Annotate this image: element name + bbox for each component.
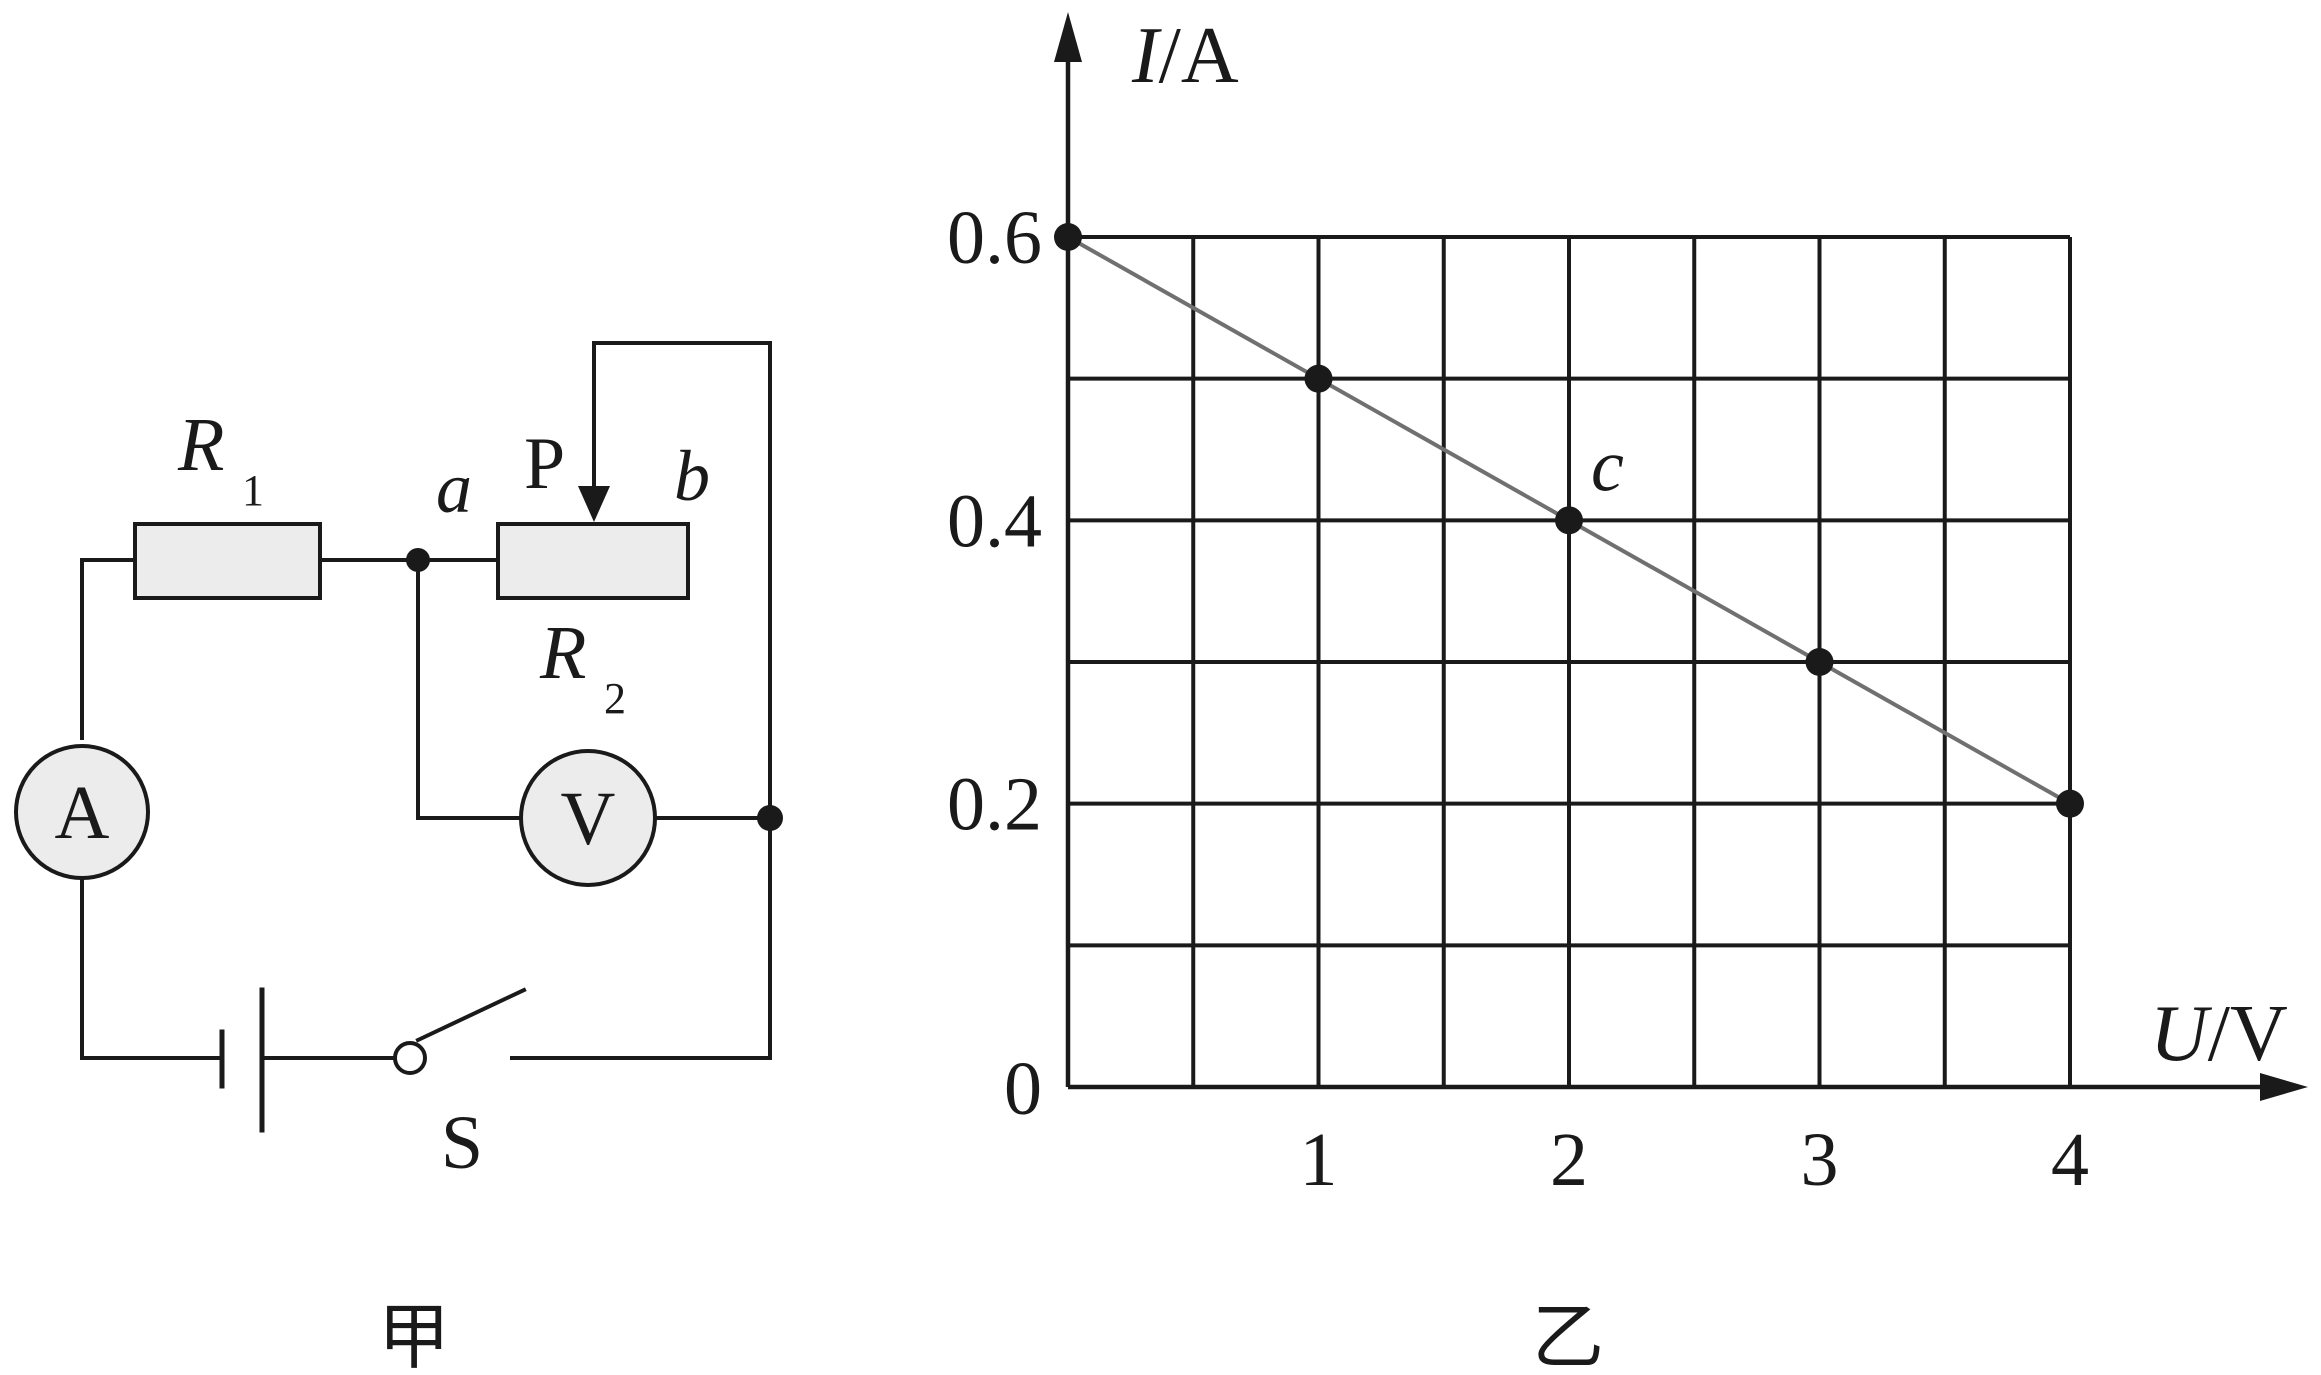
x-tick-label: 2: [1550, 1118, 1588, 1202]
data-point: [2056, 789, 2084, 818]
y-tick-label: 0.6: [947, 196, 1042, 280]
chart-caption: 乙: [1532, 1298, 1604, 1375]
r2-subscript: 2: [604, 674, 626, 723]
point-label-c: c: [1591, 425, 1624, 507]
y-axis-arrow-icon: [1054, 12, 1082, 62]
r1-subscript: 1: [242, 466, 264, 515]
circuit-diagram: R 1 a P b R 2 A V S 甲: [14, 341, 783, 1375]
switch-label: S: [441, 1101, 483, 1185]
junction-a: [406, 548, 430, 572]
rheostat-r2: [496, 522, 690, 600]
node-b-label: b: [674, 436, 710, 516]
iu-chart: c 1 2 3 4 0.2 0.4 0.6 0 I/A U/V: [947, 12, 2308, 1202]
node-a-label: a: [436, 448, 472, 528]
x-axis-arrow-icon: [2260, 1073, 2308, 1101]
circuit-caption: 甲: [378, 1298, 450, 1375]
wire-slider: [510, 341, 772, 1060]
y-tick-label: 0.4: [947, 479, 1042, 563]
junction-right: [757, 805, 783, 831]
voltmeter-label: V: [561, 777, 616, 861]
wire-a-to-voltmeter: [416, 558, 522, 820]
slider-p-label: P: [524, 423, 565, 505]
ammeter: [14, 744, 150, 880]
y-tick-label: 0.2: [947, 763, 1042, 847]
switch-pivot: [393, 1041, 427, 1075]
origin-label: 0: [1004, 1047, 1042, 1131]
switch-blade: [415, 987, 527, 1043]
data-point: [1805, 648, 1834, 676]
wire-left-top: [80, 558, 137, 740]
x-tick-label: 1: [1300, 1118, 1338, 1202]
chart-axes: [1054, 12, 2308, 1101]
y-axis-title: I/A: [1131, 12, 1239, 100]
data-point: [1555, 506, 1583, 535]
r2-label: R: [539, 611, 586, 695]
chart-series: [1054, 223, 2084, 818]
x-axis-title: U/V: [2150, 990, 2288, 1078]
data-point: [1304, 364, 1333, 393]
slider-arrow-icon: [578, 486, 610, 522]
ammeter-label: A: [55, 771, 110, 855]
resistor-r1: [133, 522, 322, 600]
r1-label: R: [177, 403, 224, 487]
x-tick-label: 3: [1801, 1118, 1839, 1202]
voltmeter: [519, 749, 657, 887]
chart-grid: [1068, 235, 2072, 1087]
data-point: [1054, 223, 1082, 251]
x-tick-label: 4: [2051, 1118, 2089, 1202]
chart-labels: c 1 2 3 4 0.2 0.4 0.6 0 I/A U/V: [947, 12, 2288, 1202]
